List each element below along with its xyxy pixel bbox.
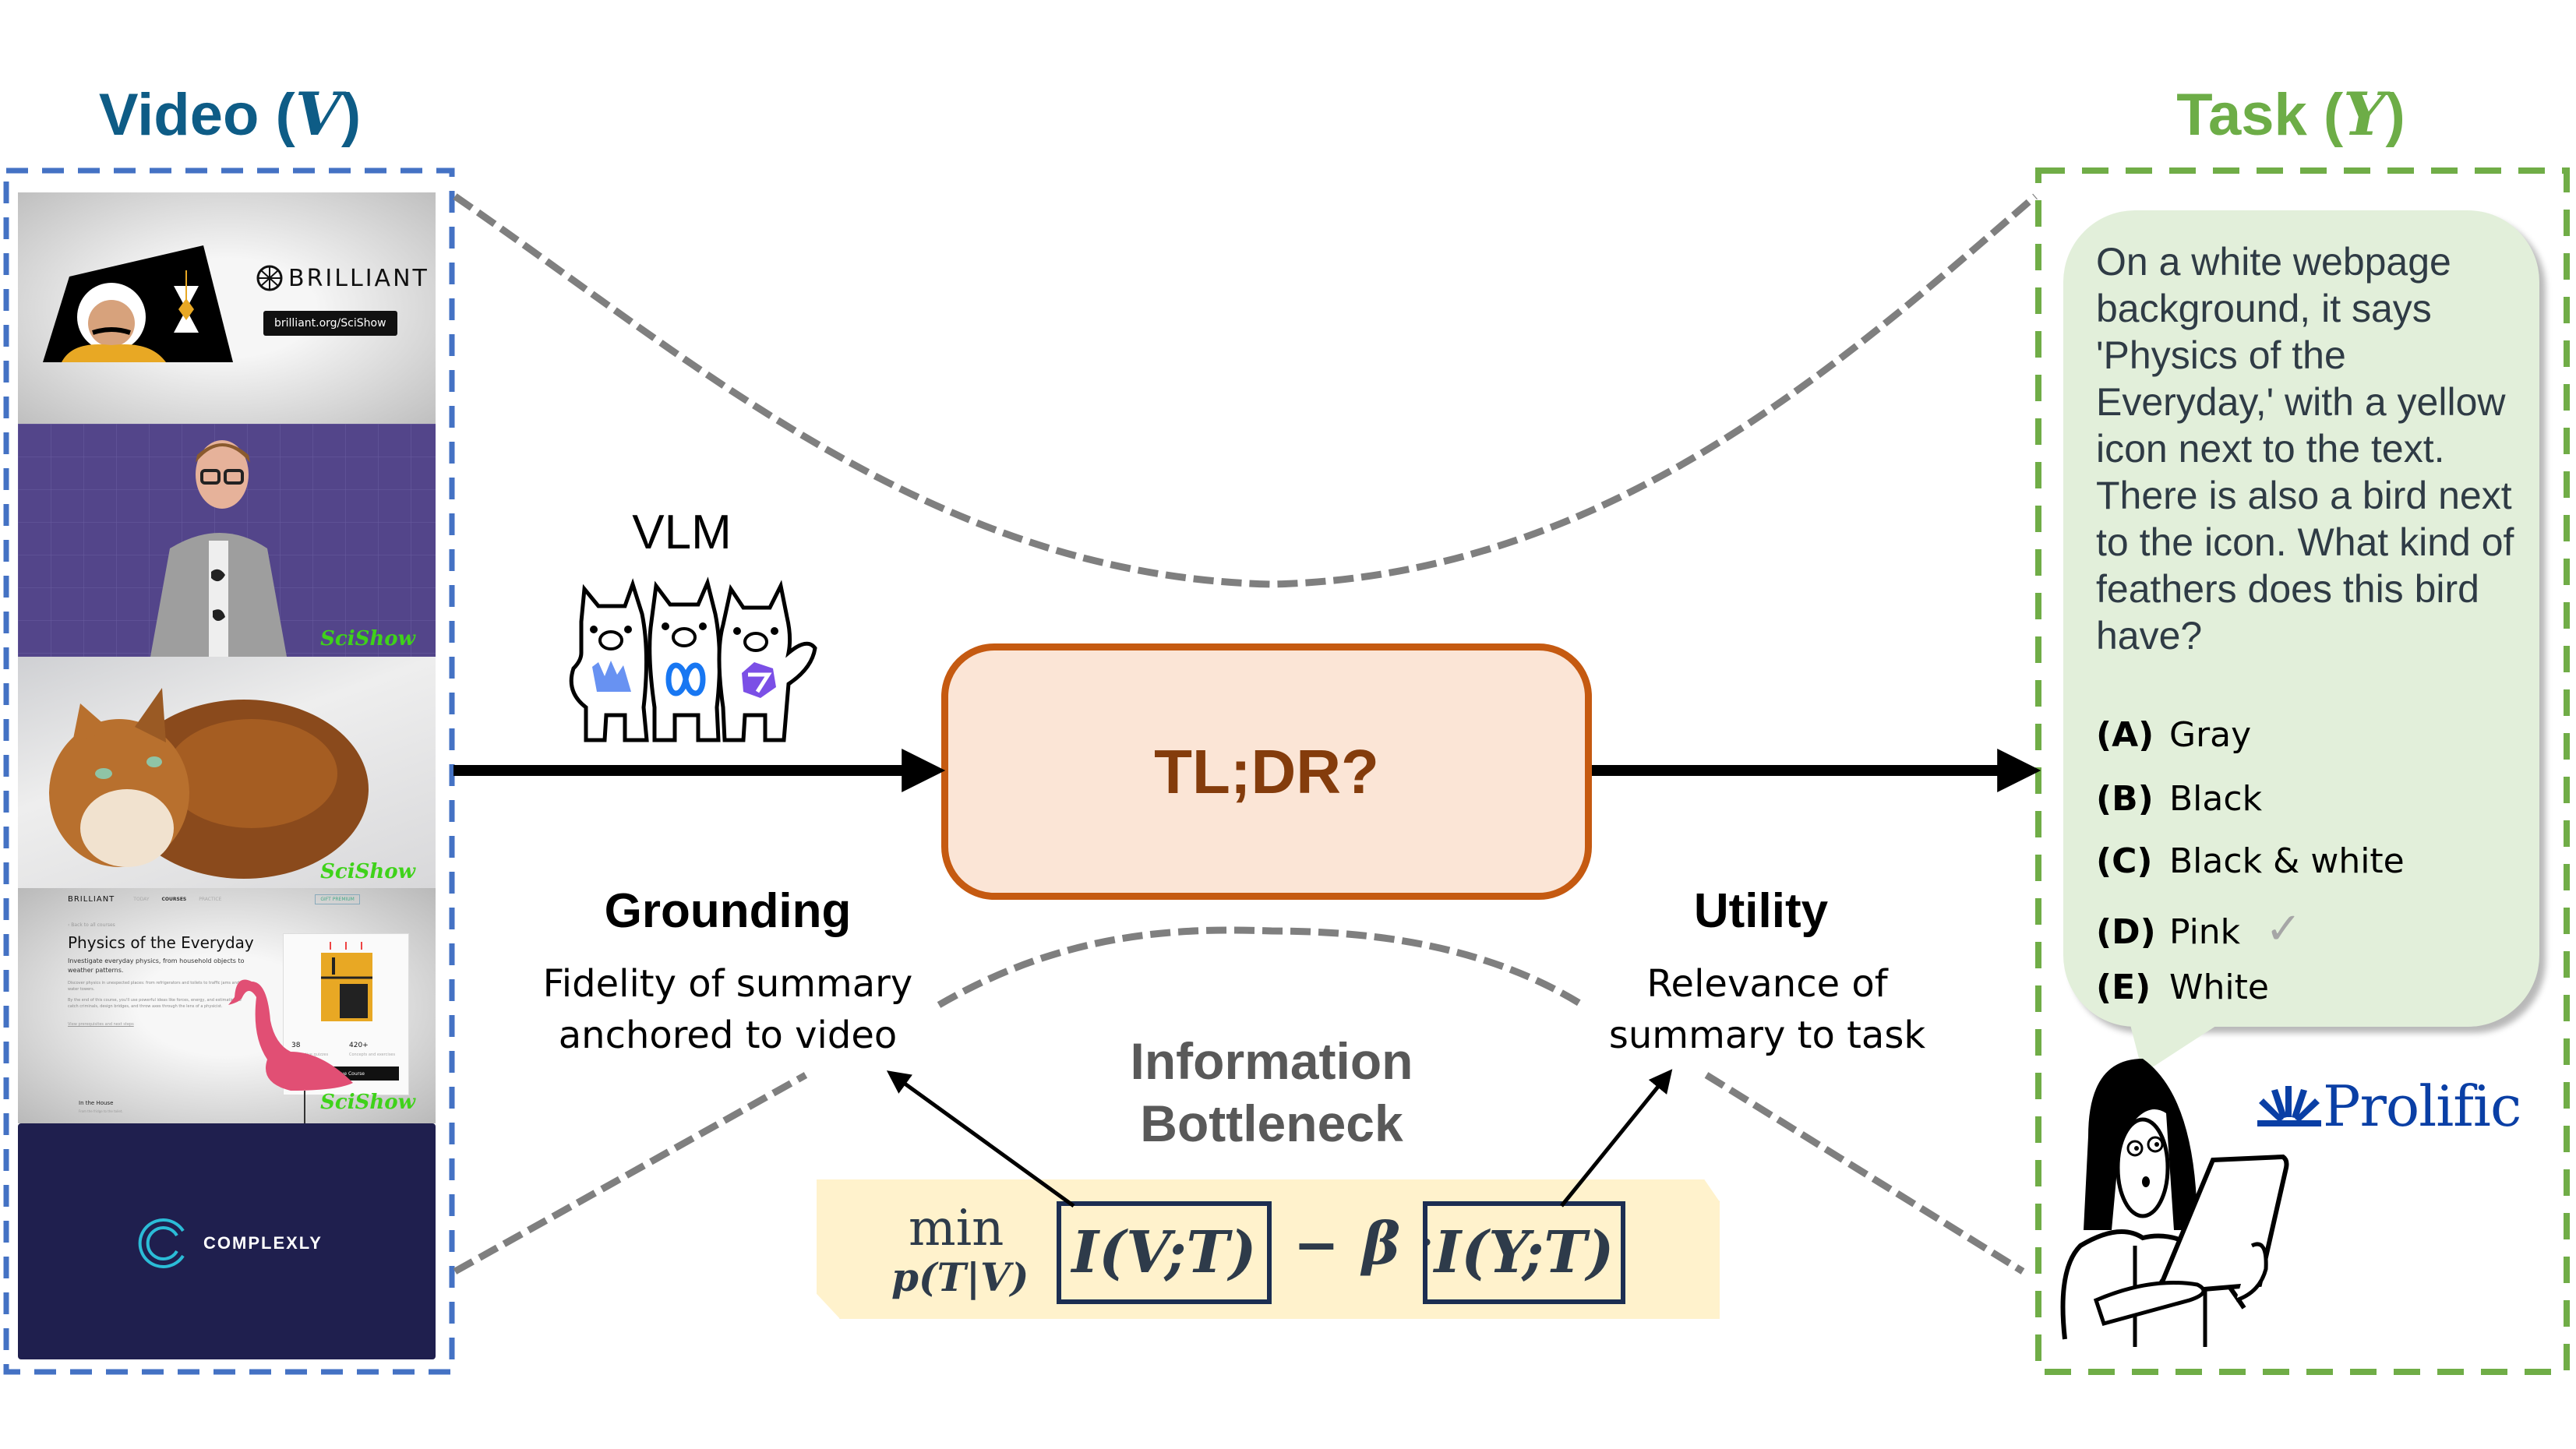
- option-d: (D) Pink ✓: [2096, 904, 2302, 954]
- qwen-logo-icon: [742, 662, 776, 698]
- bottleneck-lower-right-curve: [1704, 1072, 2025, 1274]
- video-frame-2: SciShow: [18, 424, 436, 657]
- option-a: (A) Gray: [2096, 715, 2251, 755]
- brilliant-logo: BRILLIANT: [256, 264, 429, 292]
- vlm-llama-group: [569, 576, 817, 742]
- video-frame-3: SciShow: [18, 657, 436, 888]
- correct-check-icon: ✓: [2265, 904, 2303, 954]
- course-title: Physics of the Everyday: [68, 933, 254, 952]
- prolific-logo: Prolific: [2256, 1074, 2521, 1139]
- prereq-link: View prerequisites and next steps: [68, 1022, 134, 1027]
- grounding-desc-line2: anchored to video: [558, 1014, 898, 1057]
- option-text: Pink: [2169, 912, 2241, 952]
- summary-label: TL;DR?: [1154, 736, 1379, 806]
- complexly-logo: COMPLEXLY: [135, 1215, 323, 1271]
- eq-term-grounding: I(V;T): [1057, 1201, 1272, 1304]
- bottleneck-line2: Bottleneck: [1140, 1095, 1403, 1152]
- option-letter: (B): [2096, 779, 2154, 819]
- grounding-title: Grounding: [604, 884, 852, 938]
- video-panel-title: Video (V): [74, 79, 386, 149]
- video-frame-5: COMPLEXLY: [18, 1123, 436, 1359]
- bottleneck-middle-curve: [937, 926, 1587, 1010]
- eq-min: min: [909, 1200, 1004, 1257]
- eq-beta: β: [1362, 1211, 1401, 1278]
- option-text: Black & white: [2169, 841, 2405, 881]
- task-variable: Y: [2343, 79, 2386, 149]
- complexly-c-icon: [138, 1218, 185, 1268]
- option-letter: (C): [2096, 841, 2153, 881]
- eq-minus: −: [1293, 1212, 1339, 1277]
- prolific-wordmark: Prolific: [2323, 1074, 2521, 1139]
- bottleneck-lower-left-curve: [453, 1072, 808, 1274]
- brilliant-wordmark: BRILLIANT: [288, 264, 429, 292]
- einstein-illustration: [43, 245, 233, 362]
- eq-subscript: p(T|V): [891, 1254, 1029, 1300]
- task-title-text: Task (: [2176, 82, 2344, 148]
- objective-equation: min p(T|V) I(V;T) − β · I(Y;T): [817, 1179, 1720, 1319]
- eq-term-utility: I(Y;T): [1423, 1201, 1625, 1304]
- utility-desc-line2: summary to task: [1608, 1014, 1926, 1057]
- summary-box: TL;DR?: [941, 643, 1592, 900]
- option-b: (B) Black: [2096, 779, 2262, 819]
- utility-desc-line1: Relevance of: [1646, 962, 1888, 1006]
- chapter-title: In the House: [79, 1100, 114, 1106]
- option-letter: (E): [2096, 968, 2151, 1007]
- nav-practice: PRACTICE: [199, 897, 222, 902]
- brilliant-wordmark: BRILLIANT: [68, 895, 115, 904]
- option-letter: (A): [2096, 715, 2154, 755]
- video-title-close: ): [341, 82, 362, 148]
- brilliant-url-badge: brilliant.org/SciShow: [263, 311, 397, 336]
- task-panel-title: Task (Y): [2135, 79, 2447, 149]
- meta-logo-icon: [665, 662, 706, 696]
- prolific-sunburst-icon: [2257, 1086, 2321, 1126]
- gift-premium-button: GIFT PREMIUM: [315, 894, 360, 904]
- bottleneck-line1: Information: [1130, 1032, 1413, 1090]
- llama-icon: [648, 576, 722, 742]
- option-text: Gray: [2169, 715, 2252, 755]
- deepseek-logo-icon: [592, 661, 631, 692]
- option-e: (E) White: [2096, 968, 2269, 1007]
- video-frame-1: BRILLIANT brilliant.org/SciShow: [18, 192, 436, 424]
- back-link: ‹ Back to all courses: [68, 922, 115, 928]
- llama-icon: [717, 580, 817, 742]
- video-title-text: Video (: [98, 82, 295, 148]
- option-letter: (D): [2096, 912, 2156, 952]
- chapter-subtitle: From the fridge to the toilet.: [79, 1109, 123, 1113]
- option-text: Black: [2169, 779, 2263, 819]
- grounding-desc-line1: Fidelity of summary: [542, 962, 913, 1006]
- scishow-watermark: SciShow: [320, 860, 415, 883]
- task-title-close: ): [2385, 82, 2405, 148]
- scishow-watermark: SciShow: [320, 627, 415, 650]
- nav-today: TODAY: [133, 897, 150, 902]
- vlm-label: VLM: [632, 506, 732, 559]
- brilliant-navbar: BRILLIANT TODAY COURSES PRACTICE GIFT PR…: [68, 894, 360, 904]
- option-text: White: [2169, 968, 2269, 1007]
- utility-title: Utility: [1693, 884, 1829, 938]
- question-text: On a white webpage background, it says '…: [2096, 240, 2514, 658]
- video-variable: V: [295, 79, 341, 149]
- cat-illustration: [49, 688, 369, 879]
- scishow-watermark: SciShow: [320, 1091, 415, 1114]
- brilliant-globe-icon: [256, 265, 283, 291]
- option-c: (C) Black & white: [2096, 841, 2405, 881]
- complexly-wordmark: COMPLEXLY: [203, 1233, 323, 1253]
- host-illustration: [18, 424, 436, 657]
- nav-courses: COURSES: [161, 897, 187, 902]
- video-frame-4: BRILLIANT TODAY COURSES PRACTICE GIFT PR…: [18, 888, 436, 1123]
- llama-icon: [569, 578, 649, 742]
